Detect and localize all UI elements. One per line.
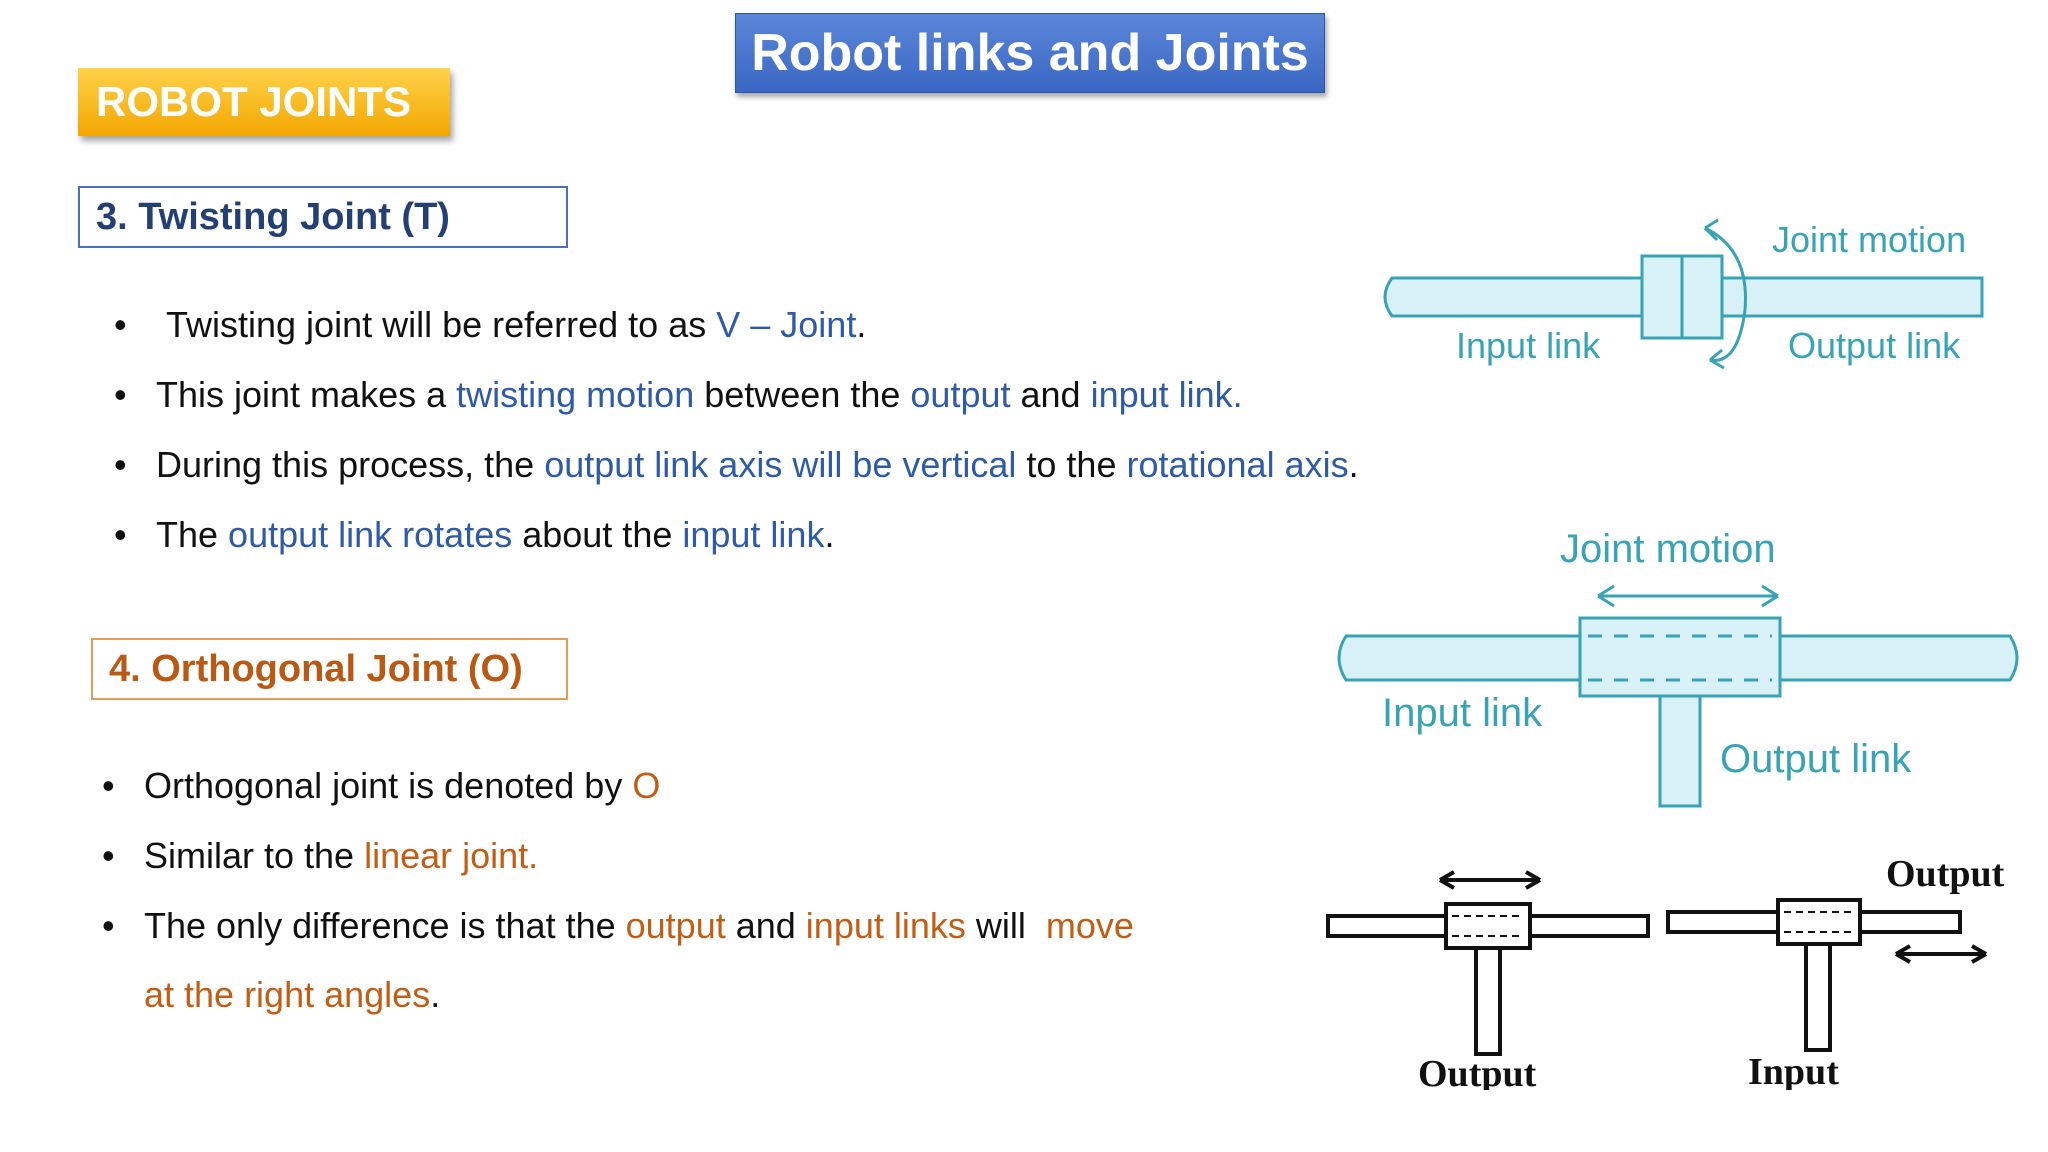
small-left-arrow-icon xyxy=(1439,870,1541,890)
orth-motion-label: Joint motion xyxy=(1560,527,1776,571)
bullet-highlight: input link xyxy=(682,514,825,555)
bullet-text: about the xyxy=(512,514,683,555)
bullet-highlight: input link. xyxy=(1090,374,1243,415)
small-diagram-left xyxy=(1326,870,1650,1056)
bullet-text: will xyxy=(965,905,1046,946)
bullet-highlight: output link rotates xyxy=(228,514,513,555)
orth-input-label: Input link xyxy=(1382,691,1543,735)
bullet-highlight: output link axis will be vertical xyxy=(544,444,1017,485)
small-right-input-label: Input xyxy=(1748,1051,1839,1090)
twist-input-label: Input link xyxy=(1456,325,1601,366)
orthogonal-joint-heading: 4. Orthogonal Joint (O) xyxy=(91,638,568,700)
bullet-text: . xyxy=(824,514,835,555)
twisting-bullet-4: The output link rotates about the input … xyxy=(114,500,1359,570)
bullet-text: . xyxy=(856,304,867,345)
twist-motion-label: Joint motion xyxy=(1772,219,1966,260)
bullet-text: to the xyxy=(1016,444,1127,485)
bullet-highlight: move xyxy=(1045,905,1134,946)
orth-motion-arrow-icon xyxy=(1597,584,1779,608)
twisting-bullet-3: During this process, the output link axi… xyxy=(114,430,1359,500)
bullet-highlight: V – Joint xyxy=(716,304,857,345)
bullet-text: . xyxy=(1348,444,1359,485)
bullet-highlight: linear joint. xyxy=(364,835,539,876)
bullet-highlight: rotational axis xyxy=(1126,444,1349,485)
twist-input-link xyxy=(1383,276,1644,318)
twist-arrowhead-bottom-icon xyxy=(1709,348,1725,370)
bullet-highlight: output xyxy=(625,905,726,946)
twisting-bullet-2: This joint makes a twisting motion betwe… xyxy=(114,360,1359,430)
bullet-highlight: input links xyxy=(805,905,966,946)
robot-joints-badge: ROBOT JOINTS xyxy=(78,68,450,136)
orth-output-label: Output link xyxy=(1720,737,1912,781)
orth-input-link xyxy=(1337,634,1582,682)
bullet-text: Similar to the xyxy=(144,835,365,876)
bullet-text: and xyxy=(725,905,806,946)
twist-rotation-arrow-icon xyxy=(1704,226,1747,362)
twist-arrowhead-top-icon xyxy=(1703,218,1719,242)
orthogonal-bullet-3: The only difference is that the output a… xyxy=(102,891,1134,961)
orth-output-link-top xyxy=(1778,634,2019,682)
bullet-text: The only difference is that the xyxy=(144,905,626,946)
bullet-text: Twisting joint will be referred to as xyxy=(166,304,717,345)
orthogonal-bullet-2: Similar to the linear joint. xyxy=(102,821,1134,891)
bullet-text: During this process, the xyxy=(156,444,545,485)
twisting-joint-heading: 3. Twisting Joint (T) xyxy=(78,186,568,248)
bullet-highlight: at the right angles xyxy=(144,974,431,1015)
bullet-text: Orthogonal joint is denoted by xyxy=(144,765,633,806)
bullet-highlight: twisting motion xyxy=(456,374,695,415)
twisting-bullet-list: Twisting joint will be referred to as V … xyxy=(114,290,1359,570)
orthogonal-bullet-list: Orthogonal joint is denoted by O Similar… xyxy=(102,751,1134,961)
bullet-highlight: output xyxy=(910,374,1011,415)
orth-output-link-stem xyxy=(1658,694,1702,808)
orth-joint-dashes xyxy=(1588,634,1772,682)
bullet-text: This joint makes a xyxy=(156,374,457,415)
twisting-joint-diagram: Joint motion Input link Output link xyxy=(1383,218,1984,370)
orthogonal-bullet-3-continuation: at the right angles. xyxy=(144,960,440,1030)
bullet-text: The xyxy=(156,514,229,555)
bullet-highlight: O xyxy=(632,765,661,806)
bullet-text: between the xyxy=(694,374,911,415)
orthogonal-joint-diagram: Joint motion Input link Output link xyxy=(1337,527,2019,808)
bullet-text: . xyxy=(430,974,441,1015)
orthogonal-bullet-1: Orthogonal joint is denoted by O xyxy=(102,751,1134,821)
small-right-output-label: Output xyxy=(1886,853,2005,895)
twist-output-link xyxy=(1720,276,1984,318)
bullet-text: and xyxy=(1010,374,1091,415)
twisting-bullet-1: Twisting joint will be referred to as V … xyxy=(114,290,1359,360)
small-right-arrow-icon xyxy=(1895,944,1987,964)
slide-title: Robot links and Joints xyxy=(735,13,1325,93)
orthogonal-small-diagrams: Output Output Input xyxy=(1326,853,2005,1090)
small-left-output-label: Output xyxy=(1418,1053,1537,1090)
twist-output-label: Output link xyxy=(1788,325,1961,366)
small-diagram-right xyxy=(1666,898,1987,1052)
orth-joint-body xyxy=(1578,616,1782,698)
